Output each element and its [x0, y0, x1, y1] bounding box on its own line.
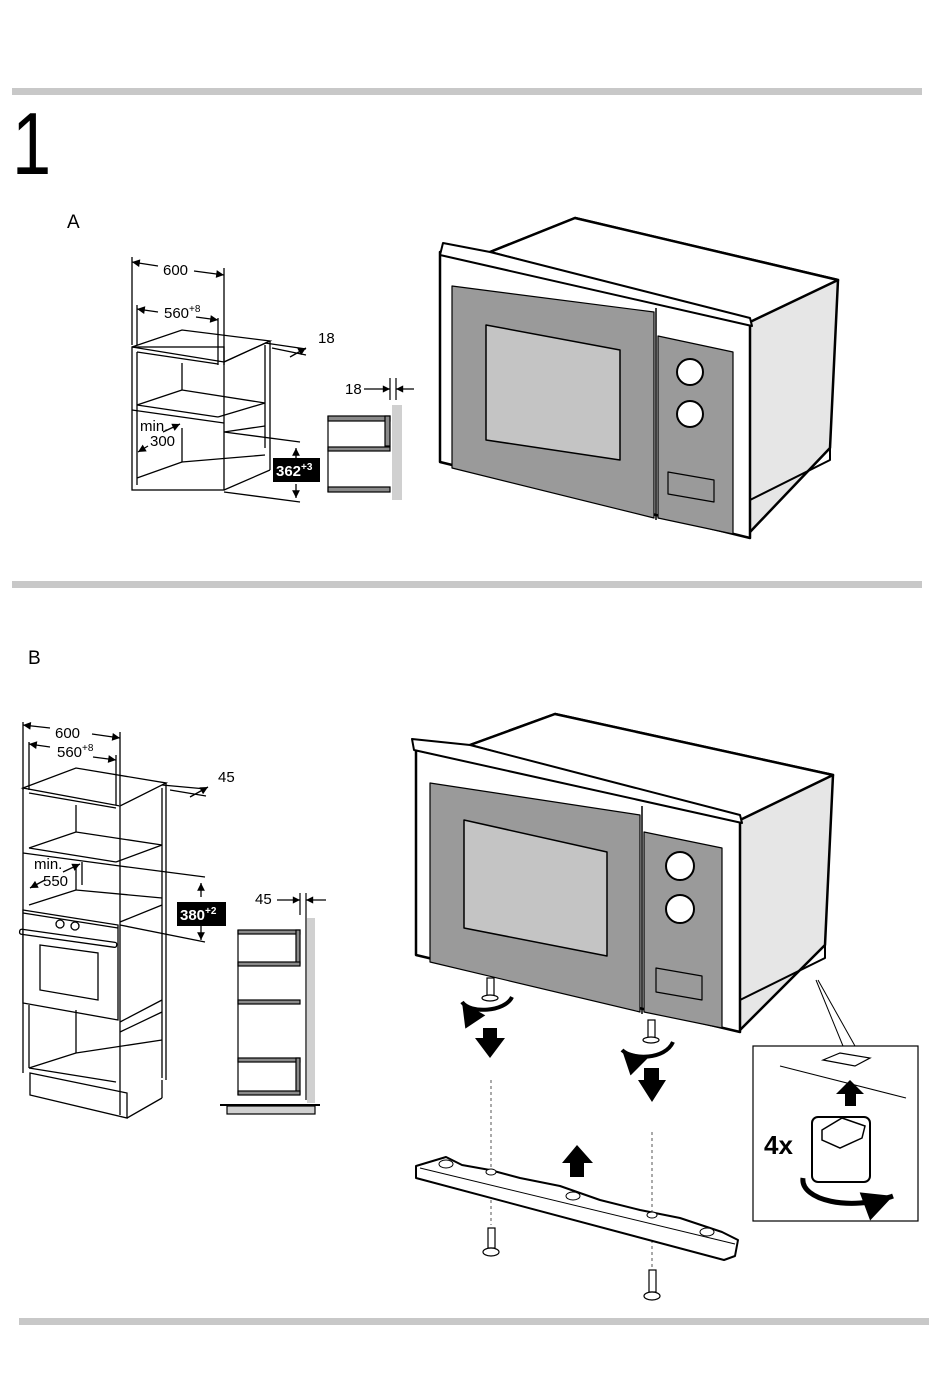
dim-a-panel-thickness: 18 [318, 330, 335, 347]
quantity-label: 4x [764, 1130, 793, 1160]
screw-icon [643, 1020, 659, 1043]
dim-a-opening-width: 560+8 [164, 304, 201, 322]
dim-b-opening-width: 560+8 [57, 743, 94, 761]
side-profile-a [328, 378, 414, 500]
screw-icon [482, 978, 498, 1001]
dim-a-cabinet-width: 600 [163, 262, 188, 279]
dim-b-panel-thickness: 45 [218, 769, 235, 786]
down-arrow-icon [638, 1068, 666, 1102]
screw-icon [644, 1270, 660, 1300]
microwave-b [412, 714, 833, 1032]
dim-b-side-thickness: 45 [255, 891, 272, 908]
dim-b-min-depth: 550 [43, 873, 68, 890]
callout-leader [816, 980, 843, 1046]
rotate-ccw-arrow-icon [622, 1042, 673, 1057]
dim-a-min-depth: 300 [150, 433, 175, 450]
dim-b-min-label: min. [34, 856, 62, 873]
microwave-a [440, 218, 838, 538]
down-arrow-icon [475, 1028, 505, 1058]
callout-leader [818, 980, 855, 1046]
dim-b-cabinet-width: 600 [55, 725, 80, 742]
up-arrow-icon [562, 1145, 593, 1177]
screw-icon [483, 1228, 499, 1256]
dim-a-side-thickness: 18 [345, 381, 362, 398]
side-profile-b [220, 893, 326, 1114]
